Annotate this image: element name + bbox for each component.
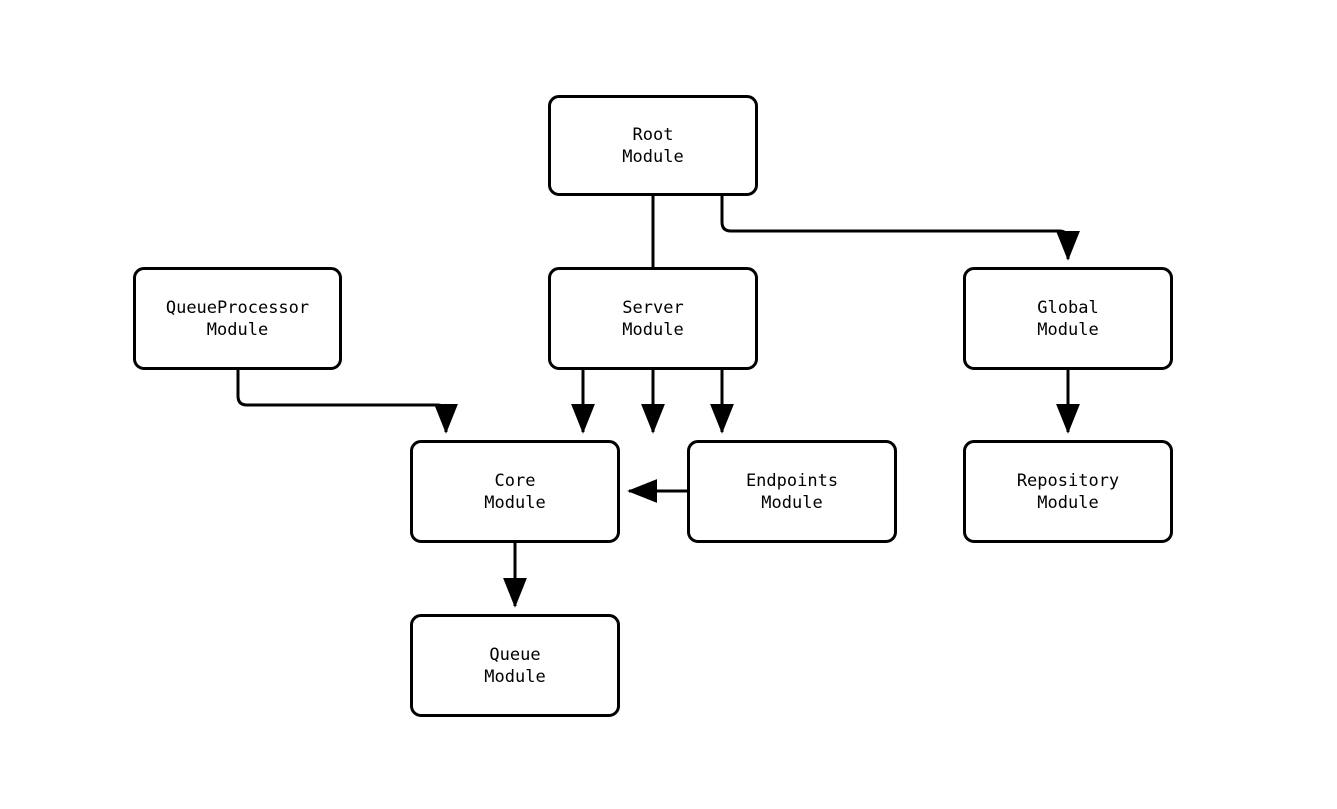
edge-queueprocessor-to-core: [236, 370, 458, 434]
node-root-module[interactable]: Root Module: [548, 95, 758, 196]
node-global-module[interactable]: Global Module: [963, 267, 1173, 370]
node-endpoints-module-label: Endpoints Module: [745, 470, 839, 513]
node-queueprocessor-module-label: QueueProcessor Module: [165, 297, 310, 340]
node-server-module[interactable]: Server Module: [548, 267, 758, 370]
node-global-module-label: Global Module: [1037, 297, 1099, 340]
node-server-module-label: Server Module: [622, 297, 684, 340]
node-endpoints-module[interactable]: Endpoints Module: [687, 440, 897, 543]
node-core-module-label: Core Module: [484, 470, 546, 513]
edge-root-to-global: [720, 196, 1080, 261]
node-core-module[interactable]: Core Module: [410, 440, 620, 543]
node-repository-module[interactable]: Repository Module: [963, 440, 1173, 543]
node-queue-module-label: Queue Module: [484, 644, 546, 687]
node-root-module-label: Root Module: [622, 124, 684, 167]
node-repository-module-label: Repository Module: [1016, 470, 1120, 513]
node-queueprocessor-module[interactable]: QueueProcessor Module: [133, 267, 342, 370]
node-queue-module[interactable]: Queue Module: [410, 614, 620, 717]
